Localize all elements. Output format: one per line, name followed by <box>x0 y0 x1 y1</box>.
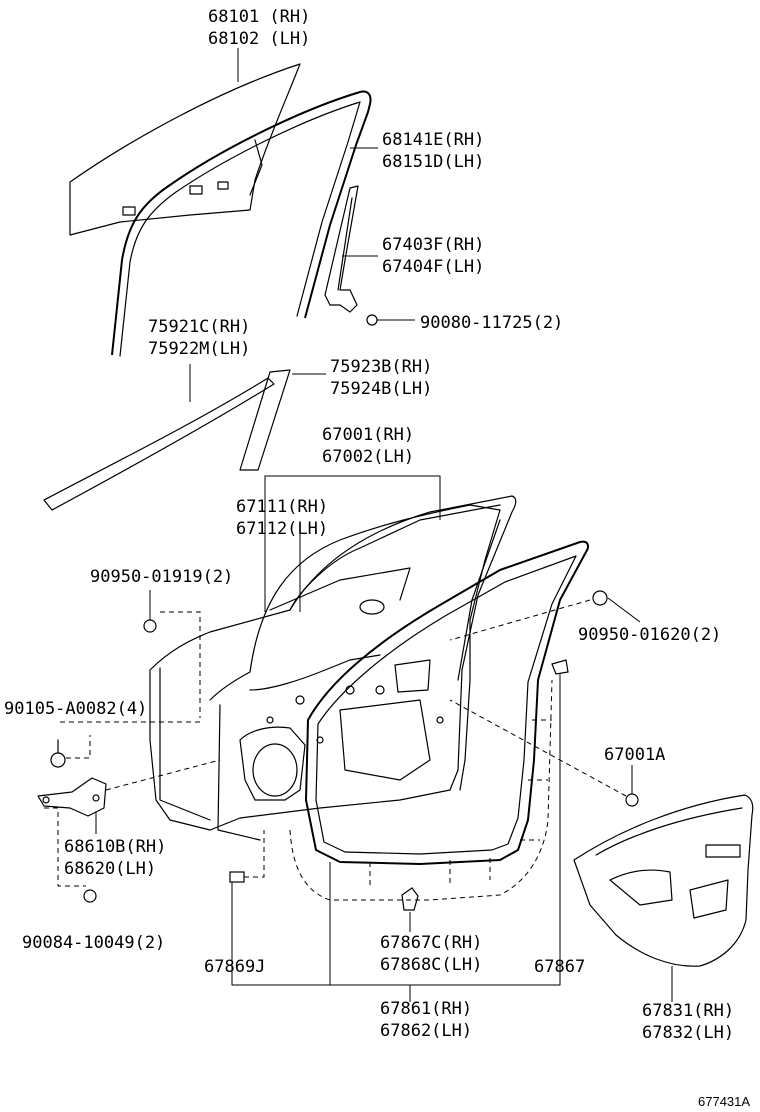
dash-hinge-door <box>105 759 221 791</box>
label-clip-center-lh: 67868C(LH) <box>380 955 482 975</box>
bolt-division-icon <box>366 314 378 326</box>
dash-cover-clip <box>449 699 627 797</box>
dash-plug-right <box>449 599 591 641</box>
door-glass-part <box>69 63 301 236</box>
weatherstrip-part <box>305 540 589 865</box>
label-run-channel-rh: 68141E(RH) <box>382 130 484 150</box>
run-channel-part <box>111 90 372 357</box>
dash-hinge-bolt <box>66 735 91 759</box>
division-bar-part <box>324 185 359 313</box>
door-inner-frame-part <box>209 504 501 841</box>
leader-plug-right <box>607 597 641 623</box>
dash-plug-upper <box>160 611 201 718</box>
label-hinge-lh: 68620(LH) <box>64 859 156 879</box>
label-clip-lower-left: 67869J <box>204 957 265 977</box>
label-door-assy-lh: 67002(LH) <box>322 447 414 467</box>
label-belt-moulding-lh: 75922M(LH) <box>148 339 250 359</box>
label-bolt-hinge: 90105-A0082(4) <box>4 699 147 719</box>
label-bolt-hinge-lower: 90084-10049(2) <box>22 933 165 953</box>
label-plug-upper: 90950-01919(2) <box>90 567 233 587</box>
clip-lower-right-icon <box>551 659 569 675</box>
door-panel-part <box>149 495 517 831</box>
plug-right-icon <box>592 590 608 606</box>
label-door-panel-lh: 67112(LH) <box>236 519 328 539</box>
plug-upper-icon <box>143 619 157 633</box>
hinge-bolt-icon <box>50 739 66 768</box>
label-clip-center-rh: 67867C(RH) <box>380 933 482 953</box>
label-division-bar-rh: 67403F(RH) <box>382 235 484 255</box>
label-service-cover-lh: 67832(LH) <box>642 1023 734 1043</box>
label-frame-garnish-lh: 75924B(LH) <box>330 379 432 399</box>
label-glass-lh: 68102 (LH) <box>208 29 310 49</box>
service-cover-part <box>573 794 754 967</box>
label-door-panel-rh: 67111(RH) <box>236 497 328 517</box>
leader-weatherstrip-frame <box>231 668 561 986</box>
label-hinge-rh: 68610B(RH) <box>64 837 166 857</box>
label-clip-lower-right: 67867 <box>534 957 585 977</box>
clip-lower-center-icon <box>401 887 419 911</box>
clip-lower-left-icon <box>229 871 245 883</box>
frame-garnish-part <box>239 369 291 471</box>
label-frame-garnish-rh: 75923B(RH) <box>330 357 432 377</box>
dash-clip-positions <box>289 679 553 901</box>
label-cover-clip: 67001A <box>604 745 665 765</box>
dash-clip-left <box>244 830 265 878</box>
label-glass-rh: 68101 (RH) <box>208 7 310 27</box>
hinge-part <box>37 777 107 817</box>
hinge-bolt-lower-icon <box>83 889 97 903</box>
label-plug-right: 90950-01620(2) <box>578 625 721 645</box>
label-door-assy-rh: 67001(RH) <box>322 425 414 445</box>
label-weatherstrip-rh: 67861(RH) <box>380 999 472 1019</box>
dash-clip-ticks <box>329 719 552 895</box>
cover-clip-icon <box>625 793 639 807</box>
label-run-channel-lh: 68151D(LH) <box>382 152 484 172</box>
leader-door-assy <box>264 475 441 612</box>
diagram-code: 677431A <box>698 1094 750 1109</box>
label-service-cover-rh: 67831(RH) <box>642 1001 734 1021</box>
label-weatherstrip-lh: 67862(LH) <box>380 1021 472 1041</box>
label-belt-moulding-rh: 75921C(RH) <box>148 317 250 337</box>
belt-moulding-part <box>43 377 275 511</box>
label-division-bar-lh: 67404F(LH) <box>382 257 484 277</box>
label-bolt-division: 90080-11725(2) <box>420 313 563 333</box>
